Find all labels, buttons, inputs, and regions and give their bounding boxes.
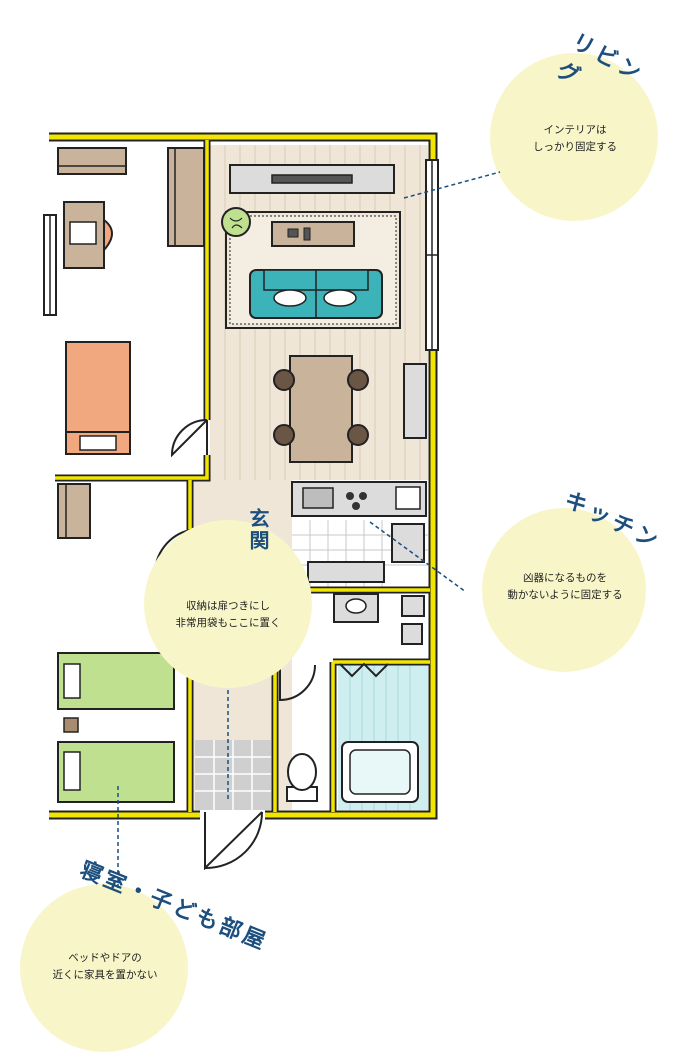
living-tip-line1: インテリアは	[543, 124, 607, 136]
remote-2	[303, 227, 311, 241]
window-right	[425, 159, 439, 351]
door-bedroom1	[170, 419, 208, 458]
kitchen-tip: 凶器になるものを 動かないように固定する	[490, 570, 640, 604]
remote	[287, 228, 299, 238]
wardrobe-lower	[57, 483, 91, 539]
front-door-swing	[204, 811, 263, 870]
stove	[346, 492, 367, 510]
genkan-tiles	[195, 740, 271, 810]
living-tip: インテリアは しっかり固定する	[500, 122, 650, 156]
tv	[271, 174, 353, 184]
bed-green-1-pillow	[63, 663, 81, 699]
cabinet-right	[403, 363, 427, 439]
entrance-tip-line2: 非常用袋もここに置く	[175, 617, 281, 629]
entrance-tip: 収納は扉つきにし 非常用袋もここに置く	[153, 598, 303, 632]
bed-green-2-pillow	[63, 751, 81, 791]
bathtub-inner	[349, 749, 411, 795]
plant	[221, 207, 251, 237]
wardrobe-top	[167, 147, 205, 247]
desk-chair	[103, 217, 113, 253]
bed-orange-pillow	[79, 435, 117, 451]
outer-walls	[49, 132, 438, 820]
bubble-kitchen	[482, 508, 646, 672]
aircon	[57, 147, 127, 175]
kitchen-tip-line1: 凶器になるものを	[523, 572, 607, 584]
washer-2	[401, 623, 423, 645]
entrance-tip-line1: 収納は扉つきにし	[186, 600, 270, 612]
bubble-bedroom	[20, 884, 188, 1052]
kitchen-tip-line2: 動かないように固定する	[507, 589, 623, 601]
entrance-title: 玄関	[246, 508, 270, 552]
connectors	[117, 171, 501, 890]
book	[69, 221, 97, 245]
washbasin-bowl	[345, 598, 367, 614]
nightstand	[63, 717, 79, 733]
bubble-entrance	[144, 520, 312, 688]
coffee-table	[271, 221, 355, 247]
kitchen-shelf	[307, 561, 385, 583]
bedroom-tip: ベッドやドアの 近くに家具を置かない	[30, 950, 180, 984]
front-door	[204, 811, 263, 871]
kitchen-appliance	[395, 486, 421, 510]
bedroom-tip-line2: 近くに家具を置かない	[52, 969, 158, 981]
bath-door	[339, 662, 389, 678]
window-left	[43, 214, 57, 316]
fridge	[391, 523, 425, 563]
dining-set	[273, 355, 369, 463]
kitchen-sink	[302, 487, 334, 509]
bubble-living	[490, 53, 658, 221]
bedroom-tip-line1: ベッドやドアの	[68, 952, 142, 964]
sofa	[249, 269, 383, 319]
door-toilet	[279, 664, 316, 702]
washer	[401, 595, 425, 617]
living-tip-line2: しっかり固定する	[533, 141, 617, 153]
toilet-bowl	[287, 753, 317, 791]
